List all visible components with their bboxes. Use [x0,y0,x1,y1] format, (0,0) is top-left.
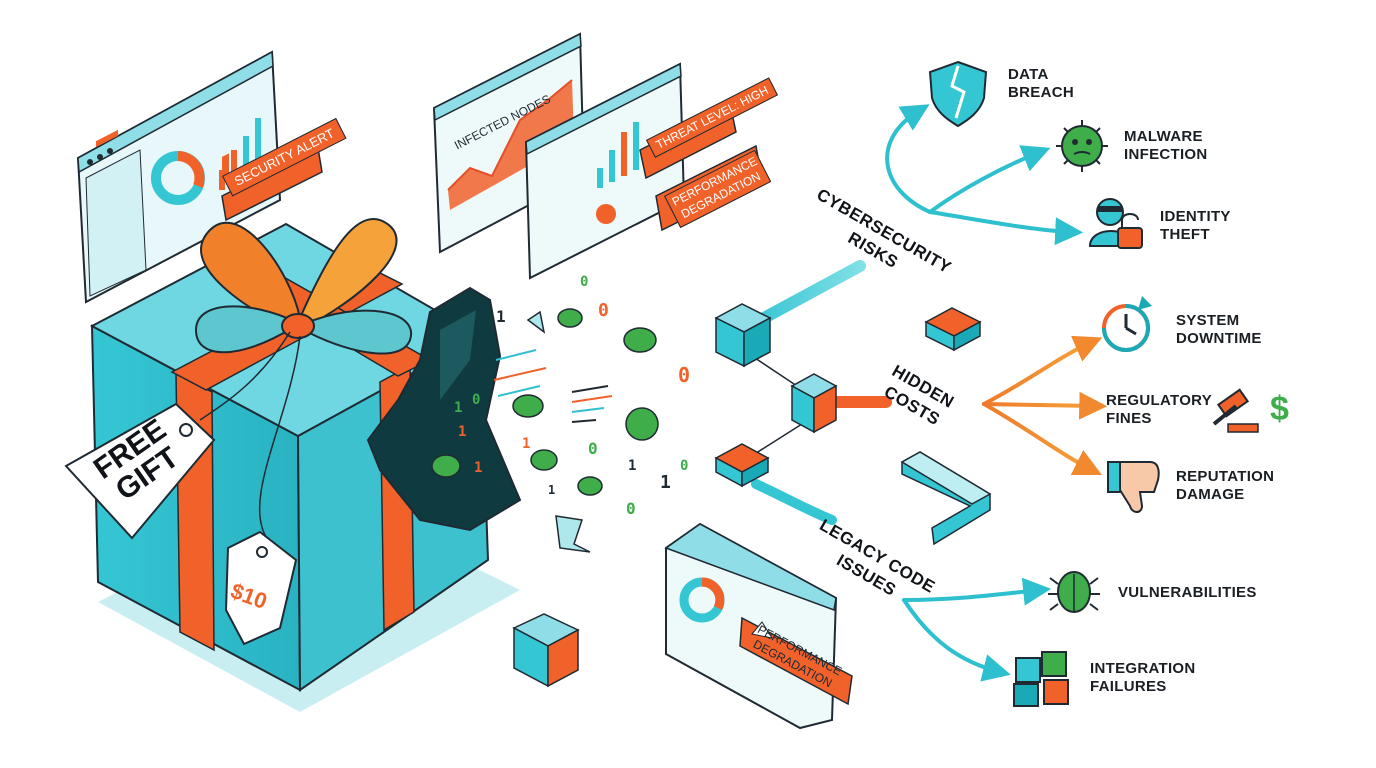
network-cube-1 [714,303,772,368]
infected-nodes-panel [432,32,586,254]
svg-text:1: 1 [548,483,555,497]
network-slab [924,307,982,352]
outcome-data-breach: DATA BREACH [1008,66,1074,101]
price-tag-shape [224,530,298,646]
svg-text:0: 0 [680,458,688,474]
svg-text:0: 0 [626,499,636,518]
bug-icon [1048,571,1100,613]
svg-text:1: 1 [474,460,482,476]
network-cube-2 [790,373,838,434]
network-cube-3 [714,443,770,488]
floating-cube-bottom [512,613,580,688]
clock-refresh-icon [1102,296,1152,352]
outcome-identity-theft: IDENTITY THEFT [1160,208,1231,243]
virus-icon [1056,120,1108,172]
hidden-costs-arrows [982,335,1108,476]
svg-text:0: 0 [678,363,690,387]
network-connectors [741,260,892,525]
svg-text:1: 1 [496,307,506,326]
hacker-padlock-icon [1088,198,1143,249]
svg-text:0: 0 [580,274,588,290]
svg-text:$: $ [1270,390,1289,428]
outcome-regulatory-fines: REGULATORY FINES [1106,392,1212,427]
svg-text:0: 0 [598,300,609,321]
svg-text:1: 1 [660,472,671,493]
thumbs-down-icon [1107,461,1160,513]
outcome-integration-failures: INTEGRATION FAILURES [1090,660,1196,695]
security-dashboard-panel [76,50,323,304]
malware-stream: 0 0 1 0 0 1 1 0 0 1 1 0 1 1 1 [431,274,690,553]
svg-text:1: 1 [522,436,530,452]
legacy-code-arrows [902,577,1052,682]
svg-text:1: 1 [458,424,466,440]
outcome-system-downtime: SYSTEM DOWNTIME [1176,312,1262,347]
outcome-reputation-damage: REPUTATION DAMAGE [1176,468,1275,503]
svg-text:1: 1 [454,400,462,416]
outcome-vulnerabilities: VULNERABILITIES [1118,584,1257,601]
gift-bow [194,218,413,541]
free-gift-tag-shape [64,402,216,540]
puzzle-pieces-icon [1013,651,1069,707]
outcome-malware-infection: MALWARE INFECTION [1124,128,1208,163]
svg-text:1: 1 [628,458,636,474]
broken-shield-icon [928,60,988,128]
gavel-dollar-icon: $ [1212,388,1289,433]
svg-text:0: 0 [588,439,598,458]
svg-text:0: 0 [472,392,480,408]
network-bracket [900,451,992,546]
cybersecurity-arrows [885,104,1084,246]
performance-panel-bottom [664,522,853,730]
